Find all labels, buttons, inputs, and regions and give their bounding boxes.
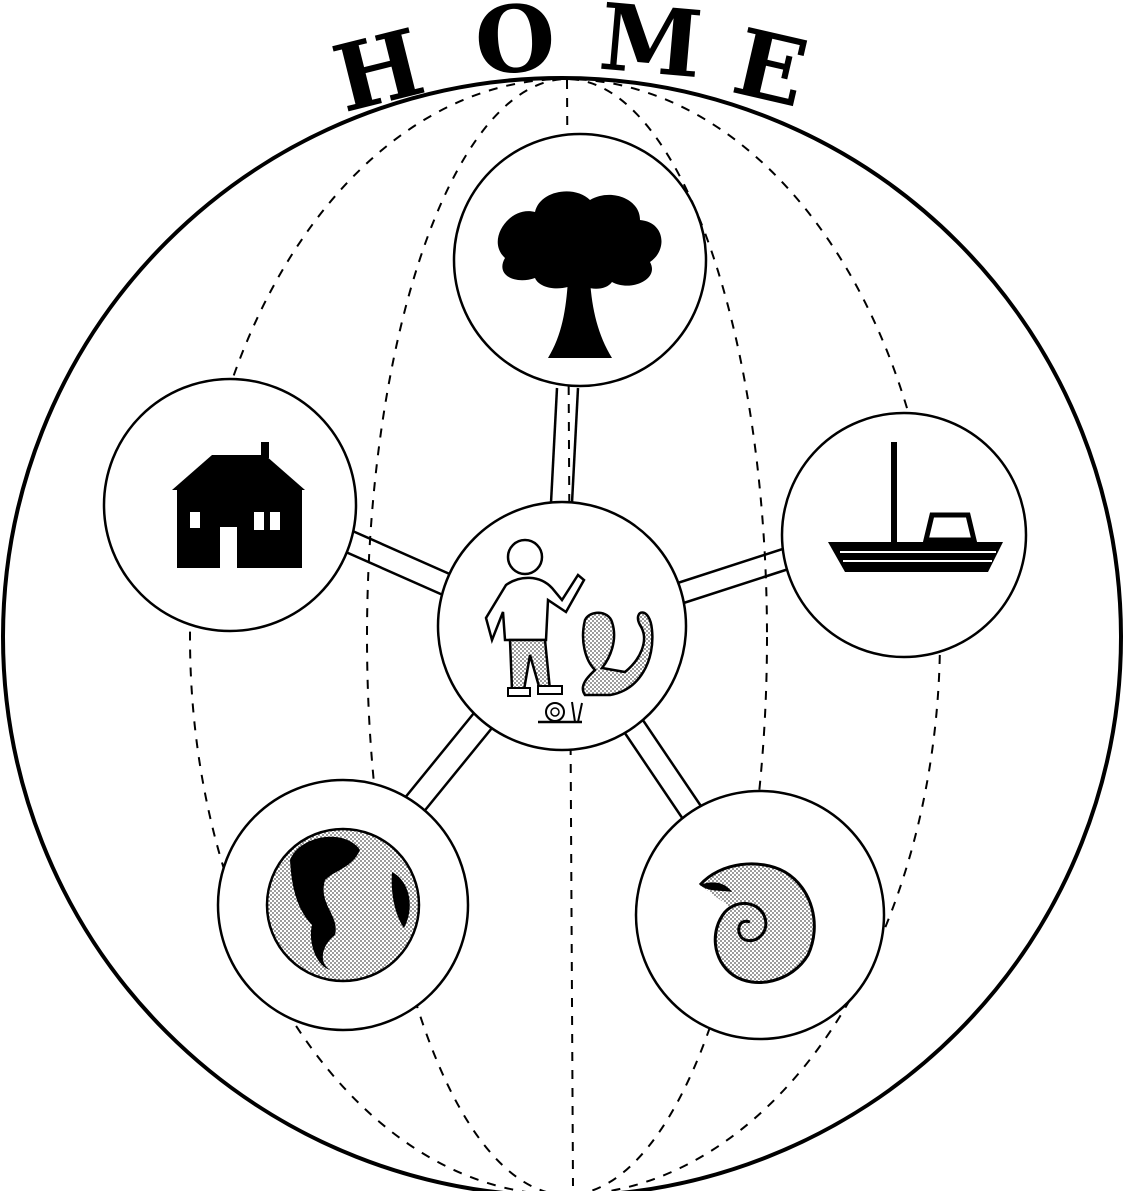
satellite-house: [104, 379, 356, 631]
satellite-globe: [218, 780, 468, 1030]
node-circle: [782, 413, 1026, 657]
diagram-title: H O M E: [323, 0, 816, 134]
satellite-tree: [454, 134, 706, 386]
satellite-shell: [636, 791, 884, 1039]
satellite-boat: [782, 413, 1026, 657]
globe-icon: [267, 829, 419, 981]
hub-node: [438, 502, 686, 750]
title-letter-e: E: [724, 8, 817, 129]
title-letter-h: H: [323, 8, 433, 134]
